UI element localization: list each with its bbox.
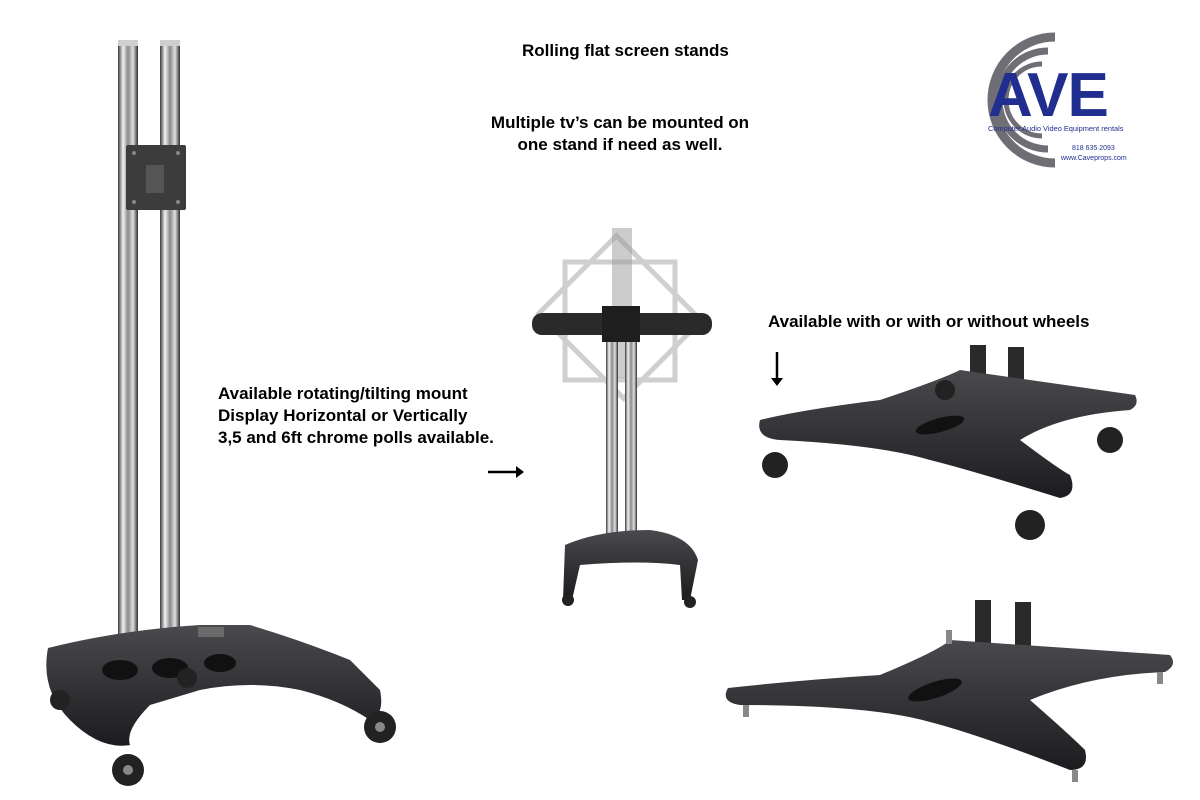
logo-tagline: Computer Audio Video Equipment rentals <box>988 124 1124 133</box>
wheels-note: Available with or with or without wheels <box>768 312 1090 331</box>
no-wheel-base-image <box>725 600 1174 782</box>
rotating-mount-note: Available rotating/tilting mount Display… <box>218 383 494 449</box>
multiple-tv-note-line-1: Multiple tv’s can be mounted on <box>490 113 750 132</box>
cave-logo: AVE Computer Audio Video Equipment renta… <box>930 25 1145 175</box>
logo-wordmark: AVE <box>988 61 1109 130</box>
multiple-tv-note: Multiple tv’s can be mounted on one stan… <box>470 112 770 156</box>
tall-rolling-stand-image <box>46 40 396 786</box>
rotating-mount-note-line-3: 3,5 and 6ft chrome polls available. <box>218 428 494 447</box>
rotating-mount-note-line-1: Available rotating/tilting mount <box>218 384 468 403</box>
down-arrow-icon <box>771 352 783 386</box>
page-title: Rolling flat screen stands <box>522 41 729 60</box>
logo-rings <box>987 32 1056 168</box>
rotating-mount-note-line-2: Display Horizontal or Vertically <box>218 406 468 425</box>
rotating-mount-stand-image <box>532 228 712 608</box>
wheeled-base-image <box>759 345 1137 540</box>
logo-phone: 818 635 2093 <box>1072 145 1115 152</box>
logo-website: www.Caveprops.com <box>1061 155 1127 162</box>
multiple-tv-note-line-2: one stand if need as well. <box>517 135 723 154</box>
right-arrow-icon <box>488 466 524 478</box>
